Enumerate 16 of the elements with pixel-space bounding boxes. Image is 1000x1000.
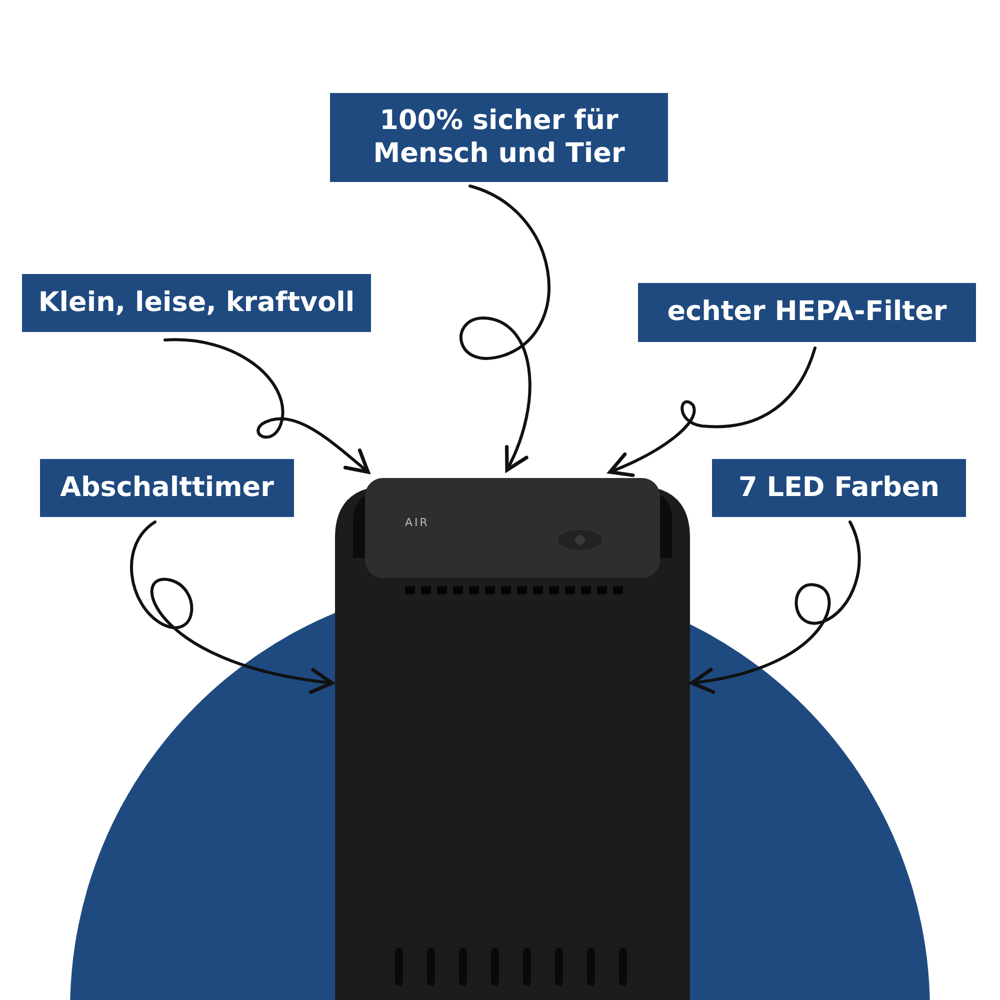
label-box [330, 93, 668, 182]
label-box [638, 283, 976, 342]
device-marking: AIR [405, 516, 430, 529]
label-box [22, 274, 371, 332]
curly-arrow [164, 338, 370, 474]
feature-text: Abschalttimer [60, 472, 274, 504]
curly-arrow [130, 520, 334, 694]
label-box [40, 459, 294, 517]
feature-text: Klein, leise, kraftvoll [38, 286, 355, 320]
feature-text: 7 LED Farben [738, 472, 940, 504]
curly-arrow [608, 346, 816, 477]
feature-text: echter HEPA-Filter [667, 296, 947, 329]
label-box [712, 459, 966, 517]
feature-text: 100% sicher für Mensch und Tier [372, 105, 626, 170]
curly-arrow [460, 184, 550, 472]
curly-arrow [690, 520, 861, 693]
